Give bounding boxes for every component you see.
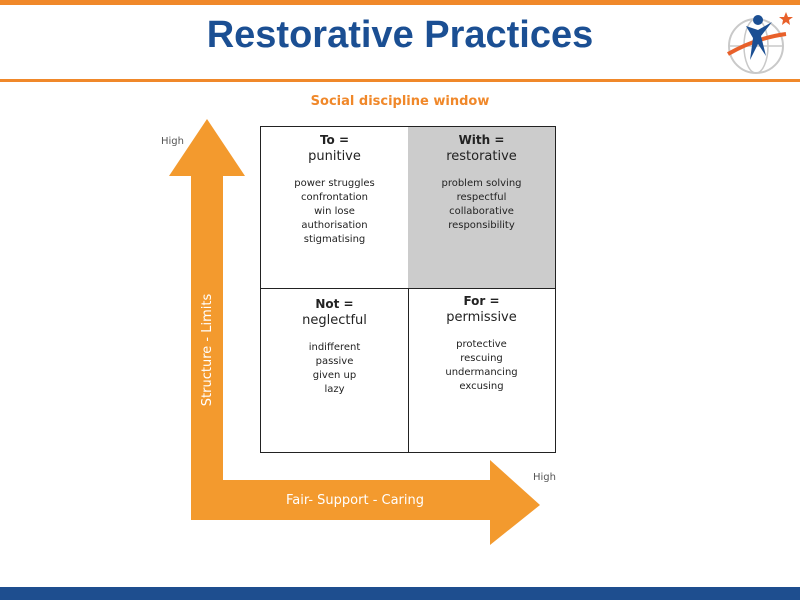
quadrant-subheading: neglectful bbox=[302, 313, 367, 328]
quadrant-item: respectful bbox=[456, 192, 507, 203]
horizontal-arrow bbox=[191, 460, 540, 545]
quadrant-item: protective bbox=[456, 339, 507, 350]
quadrant-subheading: punitive bbox=[308, 149, 361, 164]
quadrant-heading: Not = bbox=[315, 297, 354, 311]
quadrant-permissive: For = permissive protective rescuing und… bbox=[408, 288, 555, 452]
quadrant-heading: With = bbox=[458, 133, 505, 147]
quadrant-neglectful: Not = neglectful indifferent passive giv… bbox=[261, 288, 409, 452]
y-axis-label: Structure - Limits bbox=[200, 293, 215, 407]
y-axis-high-label: High bbox=[161, 136, 184, 147]
quadrant-heading: For = bbox=[463, 294, 500, 308]
quadrant-item: stigmatising bbox=[303, 234, 366, 245]
quadrant-item: indifferent bbox=[308, 342, 361, 353]
quadrant-item: undermancing bbox=[445, 367, 518, 378]
quadrant-punitive: To = punitive power struggles confrontat… bbox=[261, 127, 409, 289]
quadrant-item: win lose bbox=[314, 206, 355, 217]
quadrant-item: given up bbox=[312, 370, 357, 381]
bottom-accent-bar bbox=[0, 587, 800, 600]
quadrant-restorative: With = restorative problem solving respe… bbox=[408, 127, 555, 289]
x-axis-high-label: High bbox=[533, 472, 556, 483]
quadrant-subheading: permissive bbox=[446, 310, 517, 325]
diagram-subtitle: Social discipline window bbox=[310, 94, 490, 109]
quadrant-item: problem solving bbox=[441, 178, 522, 189]
quadrant-item: power struggles bbox=[294, 178, 375, 189]
quadrant-item: passive bbox=[315, 356, 354, 367]
vertical-arrow bbox=[169, 119, 245, 490]
discipline-window-grid: To = punitive power struggles confrontat… bbox=[260, 126, 556, 453]
quadrant-heading: To = bbox=[319, 133, 350, 147]
quadrant-item: responsibility bbox=[448, 220, 515, 231]
quadrant-item: lazy bbox=[324, 384, 345, 395]
page-title: Restorative Practices bbox=[206, 14, 594, 56]
x-axis-label: Fair- Support - Caring bbox=[285, 493, 425, 508]
quadrant-item: rescuing bbox=[460, 353, 503, 364]
header-divider bbox=[0, 79, 800, 82]
quadrant-subheading: restorative bbox=[446, 149, 517, 164]
quadrant-item: confrontation bbox=[300, 192, 369, 203]
quadrant-item: excusing bbox=[459, 381, 504, 392]
top-accent-bar bbox=[0, 0, 800, 5]
logo-icon bbox=[727, 12, 793, 74]
quadrant-item: authorisation bbox=[301, 220, 368, 231]
quadrant-item: collaborative bbox=[449, 206, 514, 217]
